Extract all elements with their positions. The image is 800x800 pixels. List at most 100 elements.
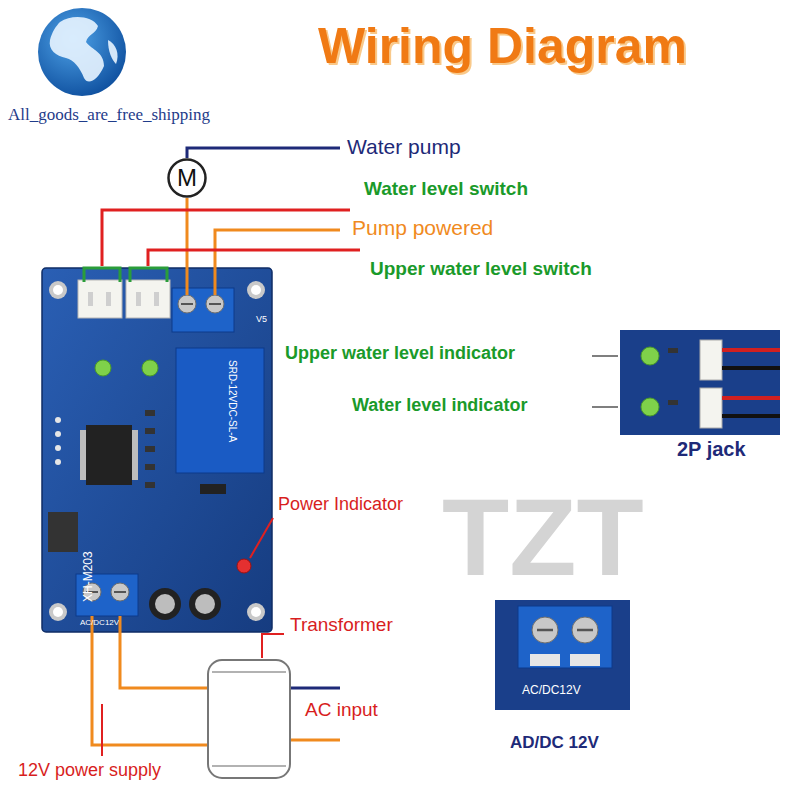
ac-wire	[290, 739, 340, 742]
jst-connector	[700, 388, 722, 428]
leader-line	[592, 406, 618, 408]
leader-line	[592, 355, 618, 357]
pin	[136, 292, 141, 306]
capacitor-top	[195, 594, 215, 614]
connector-bracket	[84, 268, 120, 282]
supply-wire	[92, 616, 208, 745]
upper-switch-wire	[148, 250, 360, 266]
screw-slot	[114, 591, 126, 593]
callout-label: Power Indicator	[278, 494, 403, 515]
jst-connector	[700, 340, 722, 380]
board-marking: V5	[256, 314, 267, 324]
red-led	[237, 559, 251, 573]
continent	[108, 40, 118, 64]
capacitor-top	[155, 594, 175, 614]
pin	[154, 292, 159, 306]
terminal-inset	[495, 600, 630, 710]
screw-slot	[209, 303, 221, 305]
relay-marking: SRD-12VDC-SL-A	[227, 360, 239, 442]
jst-connector	[126, 280, 170, 318]
green-led	[641, 347, 659, 365]
smd-part	[668, 348, 678, 353]
header-pin	[55, 431, 61, 437]
screw-slot	[537, 629, 553, 632]
smd-part	[145, 428, 155, 434]
transformer	[208, 660, 290, 778]
screw	[572, 617, 598, 643]
diode	[200, 484, 226, 494]
transformer-band	[212, 671, 286, 673]
header-pin	[55, 459, 61, 465]
screw	[111, 583, 129, 601]
supply-wire	[120, 616, 208, 688]
screw	[532, 617, 558, 643]
inset-label: Water level indicator	[352, 395, 527, 416]
controller-board	[42, 268, 272, 632]
smd-part	[145, 446, 155, 452]
logo-text: All_goods_are_free_shipping	[8, 105, 210, 125]
relay	[176, 348, 264, 473]
inset-caption: AD/DC 12V	[510, 733, 599, 753]
smd-part	[145, 464, 155, 470]
smd-part	[668, 400, 678, 405]
motor-letter: M	[167, 158, 207, 198]
pcb	[42, 268, 272, 632]
wire-clamp	[570, 654, 600, 666]
wire-label: Water pump	[347, 135, 461, 159]
motor-symbol: M	[167, 158, 207, 198]
leader-line	[101, 704, 103, 756]
leader-line	[262, 634, 284, 658]
black-wire	[722, 414, 780, 418]
leader-line	[250, 518, 273, 558]
smd-part	[145, 410, 155, 416]
mount-hole	[53, 607, 63, 617]
pump-wire	[187, 148, 340, 158]
mount-hole	[247, 603, 265, 621]
wire-label: Upper water level switch	[370, 258, 592, 280]
inset-panel	[620, 330, 780, 435]
watermark: TZT	[442, 482, 644, 592]
level-switch-wire	[102, 210, 350, 266]
screw-terminal	[518, 606, 612, 668]
continent	[50, 17, 104, 82]
callout-label: Transformer	[290, 614, 393, 636]
wire-label: Water level switch	[364, 178, 528, 200]
header-pin	[55, 445, 61, 451]
mount-hole	[251, 285, 261, 295]
globe	[38, 8, 126, 96]
wires	[84, 148, 618, 756]
black-wire	[722, 366, 780, 370]
pump-wire	[186, 198, 189, 295]
green-led	[95, 360, 111, 376]
mount-hole	[247, 281, 265, 299]
smd-part	[145, 482, 155, 488]
inset-label: Upper water level indicator	[285, 343, 515, 364]
terminal-marking: AC/DC12V	[522, 684, 581, 698]
header-pin	[55, 417, 61, 423]
mount-hole	[49, 281, 67, 299]
pin	[106, 292, 111, 306]
indicator-inset	[620, 330, 780, 435]
screw	[206, 295, 224, 313]
inset-caption: 2P jack	[677, 438, 746, 461]
ic-pins	[80, 430, 86, 480]
green-led	[142, 360, 158, 376]
red-wire	[722, 396, 780, 400]
regulator	[48, 512, 78, 552]
ic-pins	[132, 430, 138, 480]
mount-hole	[251, 607, 261, 617]
mount-hole	[49, 603, 67, 621]
wire-clamp	[530, 654, 560, 666]
screw-slot	[577, 629, 593, 632]
callout-label: 12V power supply	[18, 760, 161, 781]
screw	[178, 295, 196, 313]
jst-connector	[78, 280, 122, 318]
screw-slot	[181, 303, 193, 305]
transformer-band	[212, 765, 286, 767]
capacitor	[189, 588, 221, 620]
green-led	[641, 398, 659, 416]
globe-logo	[38, 8, 126, 96]
wire-label: Pump powered	[352, 216, 493, 240]
board-model: XH-M203	[82, 551, 96, 602]
